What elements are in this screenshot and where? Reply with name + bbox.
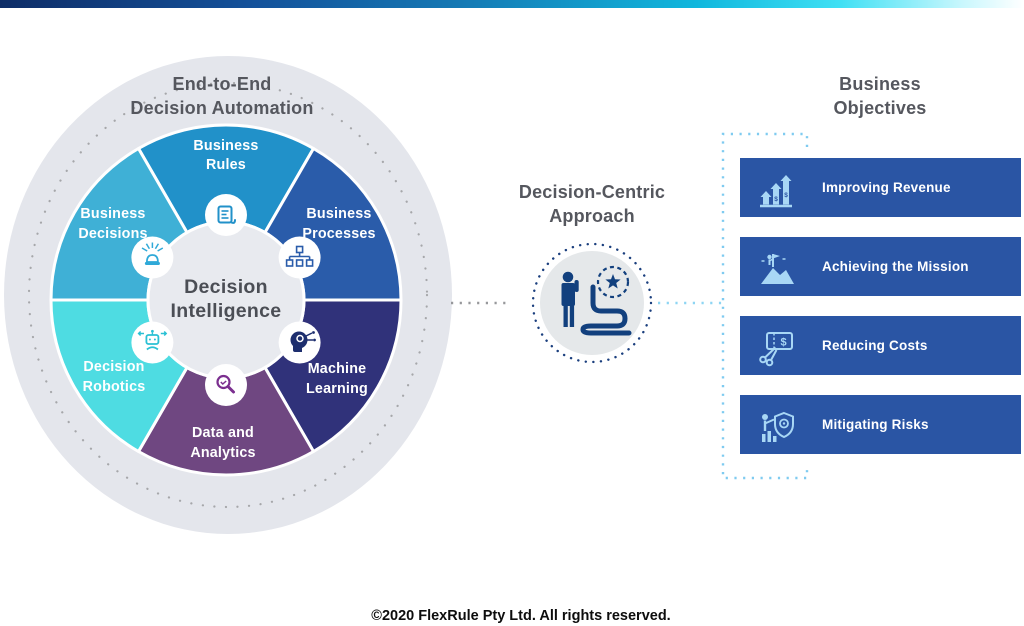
footer-copyright: ©2020 FlexRule Pty Ltd. All rights reser…	[371, 608, 671, 624]
objective-box-improving-revenue: $ $ Improving Revenue	[740, 158, 1021, 217]
objectives-list: $ $ Improving Revenue Achieving the Miss…	[740, 158, 1021, 474]
wheel-title: End-to-End Decision Automation	[130, 74, 314, 118]
svg-text:Business: Business	[306, 206, 371, 222]
wheel-dotted-ring	[27, 81, 429, 509]
svg-text:Processes: Processes	[302, 226, 375, 242]
scroll-icon	[205, 194, 247, 236]
svg-text:Business: Business	[80, 206, 145, 222]
objective-label: Improving Revenue	[822, 180, 951, 195]
svg-text:Decision: Decision	[83, 359, 144, 375]
magnifier-icon	[205, 364, 247, 406]
star-icon	[605, 274, 621, 289]
svg-text:$: $	[784, 192, 788, 199]
wheel-center-label: Decision	[184, 276, 268, 298]
objective-box-mitigating-risks: Mitigating Risks	[740, 395, 1021, 454]
objective-label: Mitigating Risks	[822, 417, 929, 432]
wheel-center-label: Intelligence	[171, 300, 282, 322]
mission-flag-icon	[761, 253, 794, 284]
person-path-star-icon	[561, 265, 632, 336]
svg-text:Data and: Data and	[192, 425, 254, 441]
objective-box-reducing-costs: $ Reducing Costs	[740, 316, 1021, 375]
svg-text:$: $	[774, 196, 778, 203]
svg-text:Robotics: Robotics	[83, 379, 146, 395]
segment-labels: Business Rules Business Processes Machin…	[78, 138, 375, 461]
cost-cutting-icon: $	[759, 331, 793, 366]
risk-shield-icon	[762, 411, 794, 442]
flowchart-icon	[278, 236, 321, 279]
approach-dotted-border	[531, 242, 653, 364]
objective-label: Reducing Costs	[822, 338, 928, 353]
svg-text:Business: Business	[193, 138, 258, 154]
objective-box-achieving-mission: Achieving the Mission	[740, 237, 1021, 296]
robot-icon	[131, 321, 174, 364]
objectives-bracket	[721, 132, 809, 480]
ml-head-icon	[278, 321, 321, 364]
svg-text:Learning: Learning	[306, 381, 368, 397]
svg-text:Decisions: Decisions	[78, 226, 147, 242]
objectives-title: Business Objectives	[833, 74, 927, 118]
svg-text:Machine: Machine	[308, 361, 367, 377]
approach-title: Decision-Centric Approach	[518, 182, 666, 226]
top-accent-bar	[0, 0, 1024, 8]
svg-text:Analytics: Analytics	[190, 445, 255, 461]
decision-wheel: Decision Intelligence Business Rules Bus…	[4, 56, 452, 534]
svg-text:Rules: Rules	[206, 157, 246, 173]
siren-icon	[131, 236, 174, 279]
svg-text:$: $	[780, 336, 786, 348]
approach-circle	[531, 242, 653, 364]
revenue-growth-icon: $ $	[760, 174, 792, 207]
objective-label: Achieving the Mission	[822, 259, 969, 274]
